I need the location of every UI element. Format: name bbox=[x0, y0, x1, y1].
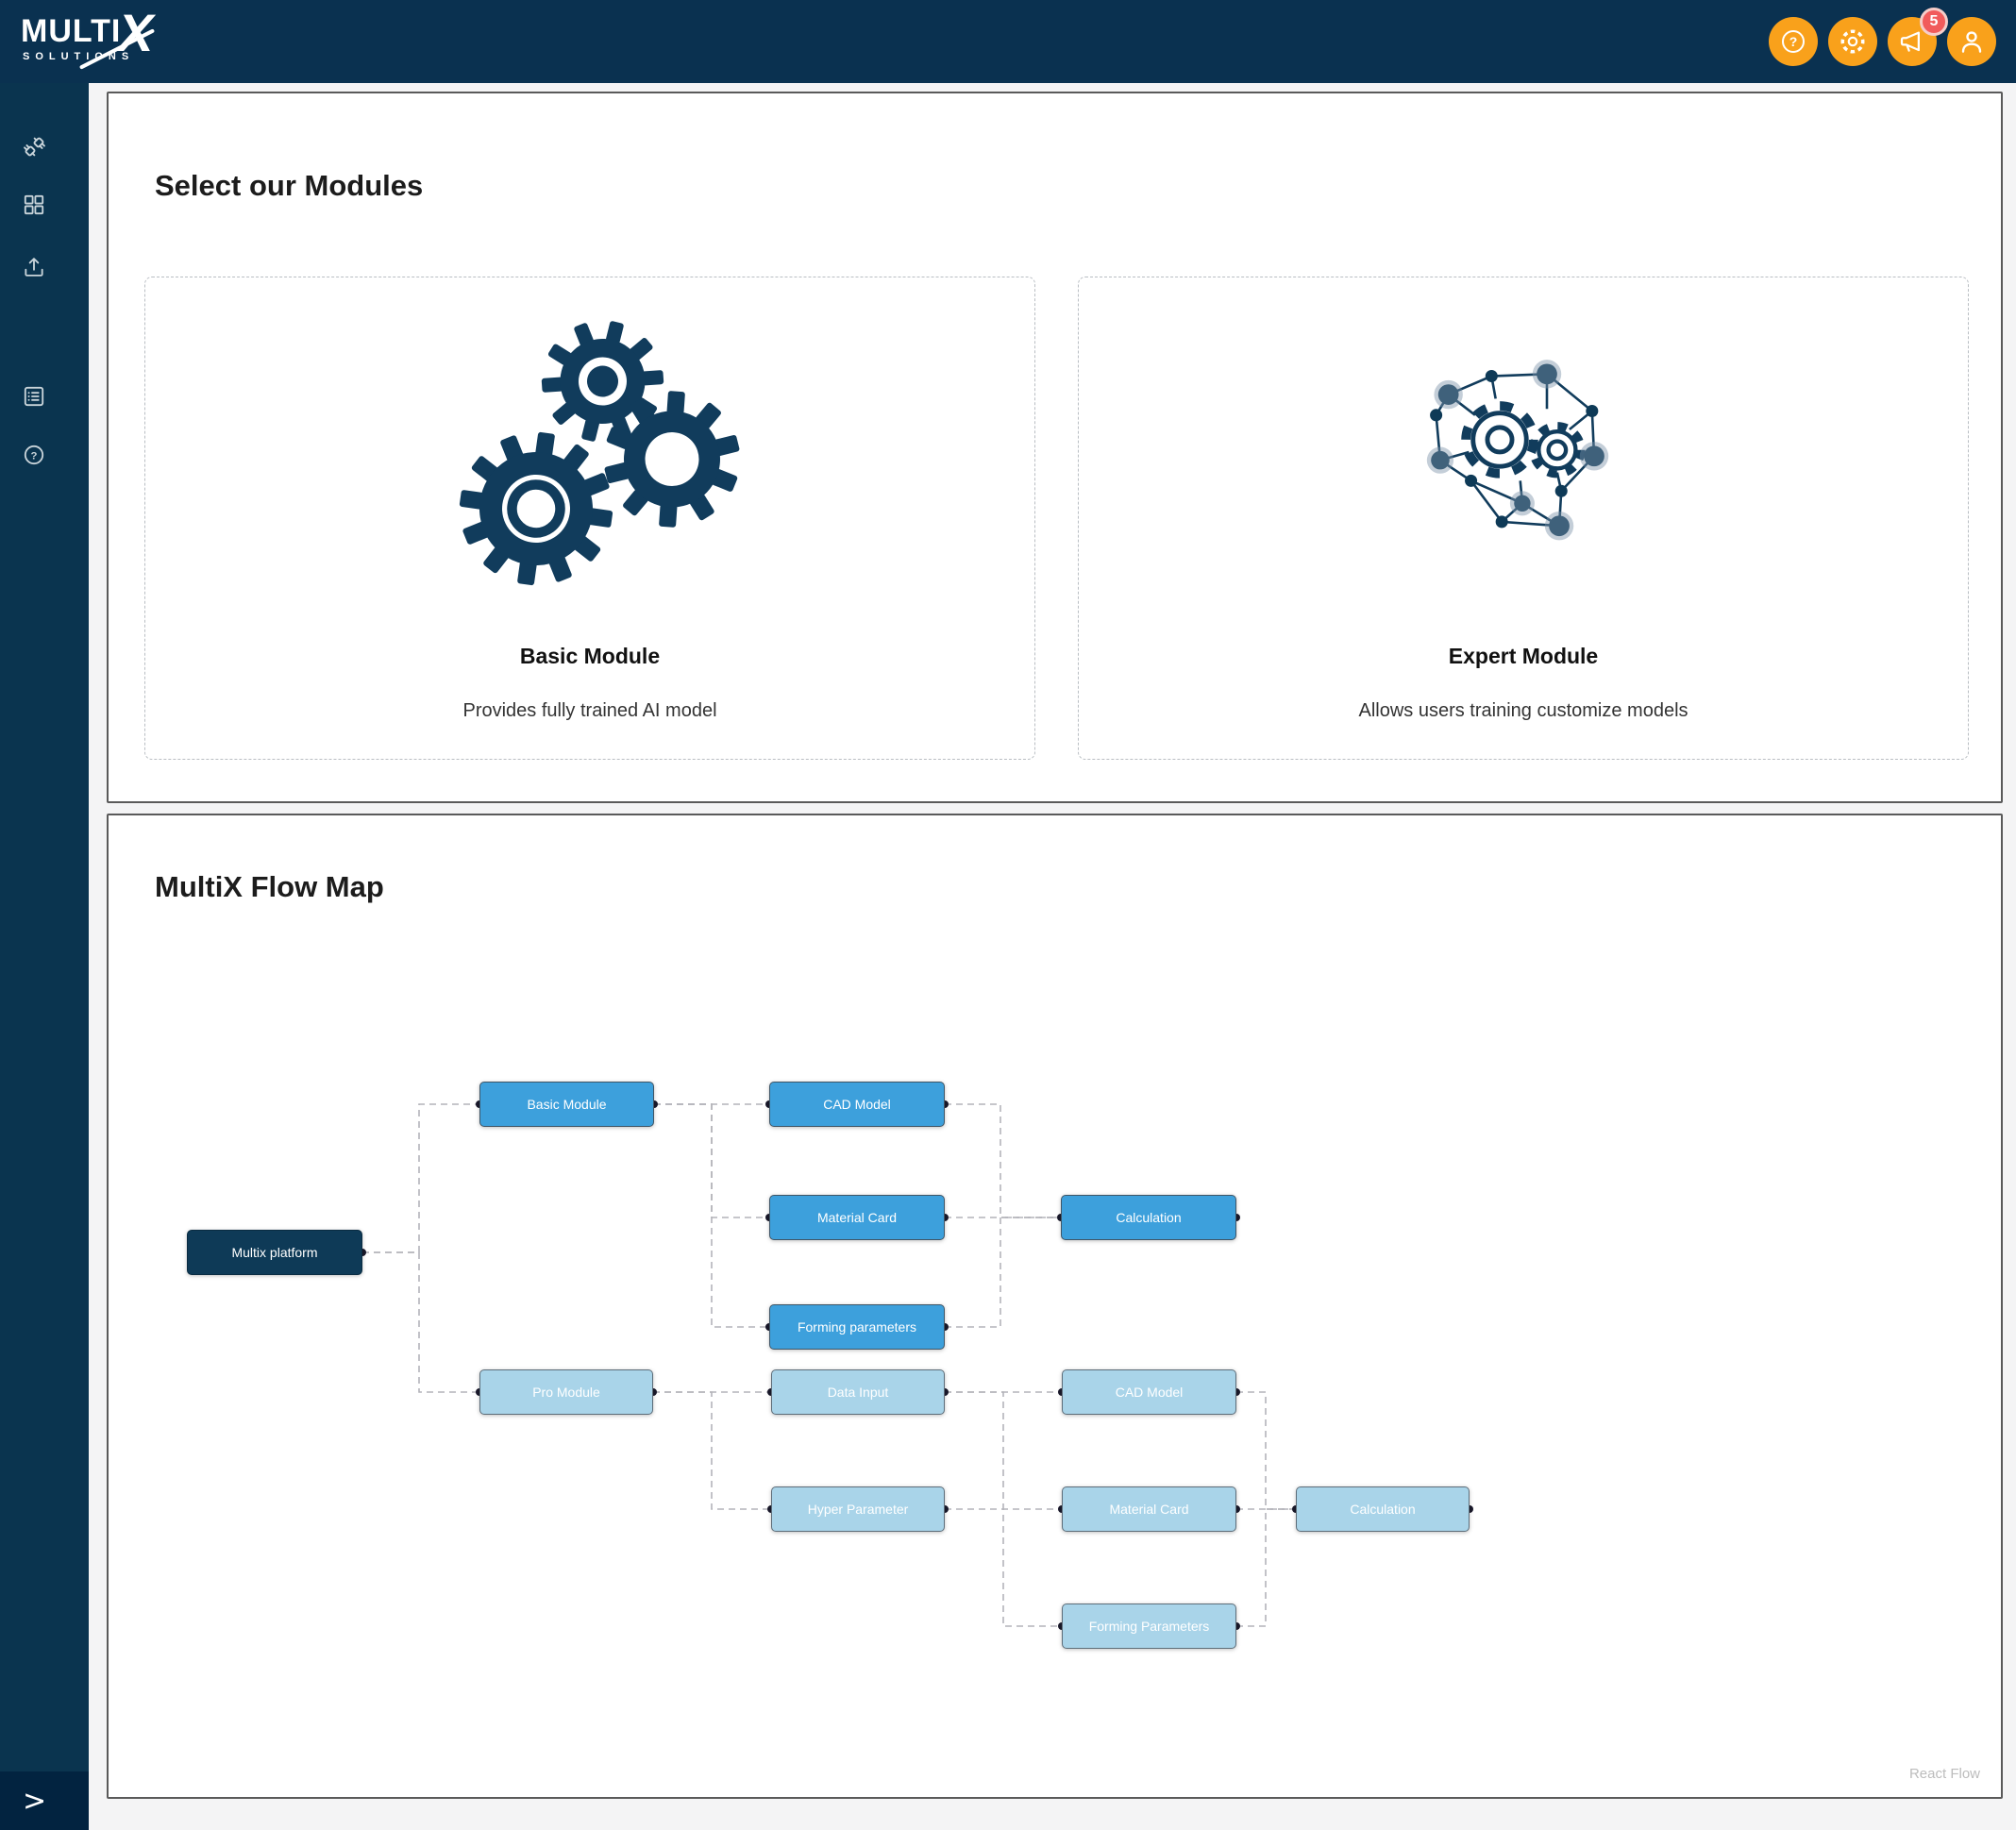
megaphone-icon bbox=[1898, 27, 1926, 56]
flow-map-panel: MultiX Flow Map Multix platform Basic Mod… bbox=[107, 814, 2003, 1799]
user-icon bbox=[1957, 27, 1986, 56]
modules-panel-title: Select our Modules bbox=[155, 169, 424, 202]
flow-node-forming-params-basic[interactable]: Forming parameters bbox=[769, 1304, 945, 1350]
flow-edge-multix-platform-to-basic-module bbox=[362, 1103, 479, 1253]
grid-icon bbox=[22, 193, 46, 217]
basic-module-title: Basic Module bbox=[519, 644, 661, 668]
flow-node-material-card-basic[interactable]: Material Card bbox=[769, 1195, 945, 1240]
multix-logo: MULTI X SOLUTIONS bbox=[21, 3, 228, 77]
flow-edges-layer bbox=[359, 1100, 1473, 1630]
flow-node-calculation-basic[interactable]: Calculation bbox=[1061, 1195, 1236, 1240]
flow-node-pro-module[interactable]: Pro Module bbox=[479, 1369, 653, 1415]
svg-text:?: ? bbox=[31, 450, 38, 462]
basic-module-description: Provides fully trained AI model bbox=[462, 700, 717, 721]
flow-node-material-card-pro[interactable]: Material Card bbox=[1062, 1486, 1236, 1532]
flow-edge-pro-module-to-hyper-parameter bbox=[653, 1391, 771, 1510]
flow-node-cad-model-basic[interactable]: CAD Model bbox=[769, 1082, 945, 1127]
expert-module-title: Expert Module bbox=[1448, 644, 1599, 668]
flow-node-forming-params-pro[interactable]: Forming Parameters bbox=[1062, 1603, 1236, 1649]
settings-button[interactable] bbox=[1828, 17, 1877, 66]
notification-badge: 5 bbox=[1920, 8, 1948, 36]
plug-icon bbox=[22, 134, 47, 159]
flow-edge-cad-model-pro-to-calculation-pro bbox=[1236, 1391, 1296, 1510]
flow-edge-forming-params-basic-to-calculation-basic bbox=[945, 1217, 1061, 1328]
sidebar: ? > bbox=[0, 83, 89, 1830]
flow-edge-multix-platform-to-pro-module bbox=[362, 1251, 479, 1393]
modules-panel: Select our Modules bbox=[107, 92, 2003, 803]
chevron-right-icon: > bbox=[23, 1784, 47, 1818]
logo-text: MULTI bbox=[21, 13, 122, 49]
flow-node-multix-platform[interactable]: Multix platform bbox=[187, 1230, 362, 1275]
expert-module-description: Allows users training customize models bbox=[1358, 700, 1688, 721]
announcements-button[interactable]: 5 bbox=[1888, 8, 1948, 66]
sidebar-item-modules[interactable] bbox=[0, 180, 89, 229]
flow-node-basic-module[interactable]: Basic Module bbox=[479, 1082, 654, 1127]
flow-edge-cad-model-basic-to-calculation-basic bbox=[945, 1103, 1061, 1218]
question-icon: ? bbox=[1780, 28, 1806, 55]
flow-node-calculation-pro[interactable]: Calculation bbox=[1296, 1486, 1470, 1532]
sidebar-item-help[interactable]: ? bbox=[0, 430, 89, 479]
ai-network-brain-icon bbox=[1079, 306, 1968, 598]
sidebar-expand-button[interactable]: > bbox=[0, 1771, 89, 1830]
profile-button[interactable] bbox=[1947, 17, 1996, 66]
top-bar: MULTI X SOLUTIONS ? bbox=[0, 0, 2016, 83]
help-circle-icon: ? bbox=[22, 443, 46, 467]
sidebar-item-connections[interactable] bbox=[0, 122, 89, 171]
expert-module-card[interactable]: Expert Module Allows users training cust… bbox=[1078, 277, 1969, 760]
logo-subtitle: SOLUTIONS bbox=[23, 51, 135, 62]
flow-edge-basic-module-to-forming-params-basic bbox=[654, 1103, 769, 1328]
flow-node-hyper-parameter[interactable]: Hyper Parameter bbox=[771, 1486, 945, 1532]
react-flow-attribution: React Flow bbox=[1908, 1766, 1980, 1782]
sidebar-item-upload[interactable] bbox=[0, 243, 89, 292]
gears-icon bbox=[145, 306, 1034, 598]
flow-node-data-input[interactable]: Data Input bbox=[771, 1369, 945, 1415]
list-box-icon bbox=[22, 384, 46, 409]
flow-map-title: MultiX Flow Map bbox=[155, 870, 384, 903]
sidebar-item-reports[interactable] bbox=[0, 372, 89, 421]
basic-module-card[interactable]: Basic Module Provides fully trained AI m… bbox=[144, 277, 1035, 760]
flow-edge-forming-params-pro-to-calculation-pro bbox=[1236, 1508, 1296, 1627]
flow-node-cad-model-pro[interactable]: CAD Model bbox=[1062, 1369, 1236, 1415]
upload-icon bbox=[22, 255, 46, 279]
help-button[interactable]: ? bbox=[1769, 17, 1818, 66]
svg-text:?: ? bbox=[1789, 34, 1798, 49]
header-actions: ? bbox=[1769, 8, 1996, 66]
gear-icon bbox=[1839, 27, 1867, 56]
